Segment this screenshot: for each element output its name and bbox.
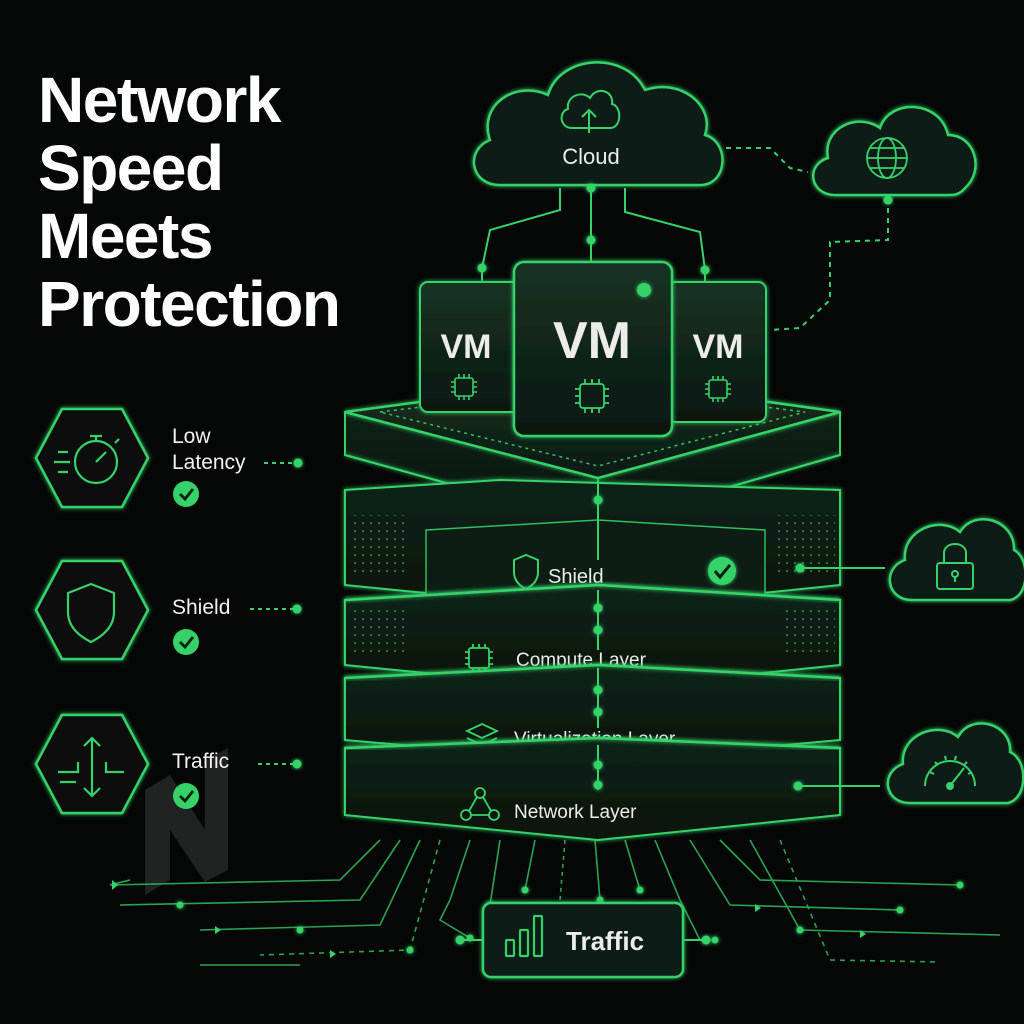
check-badge-icon	[173, 481, 199, 507]
check-badge-icon	[173, 783, 199, 809]
network-layer[interactable]: Network Layer	[344, 736, 841, 842]
feature-label-line1: Shield	[172, 596, 231, 619]
vm-left[interactable]: VM	[419, 281, 521, 413]
vm-center-label: VM	[553, 312, 631, 370]
vm-right[interactable]: VM	[667, 281, 767, 423]
chip-icon	[575, 379, 609, 413]
cloud-connectors	[481, 188, 706, 285]
title-line-1: Network	[38, 64, 282, 136]
traffic-arrows-icon	[58, 736, 124, 798]
chip-icon	[705, 376, 731, 402]
shield-layer-label: Shield	[548, 566, 604, 588]
traffic-box-label: Traffic	[566, 926, 644, 956]
compute-layer[interactable]: Compute Layer	[344, 583, 841, 692]
feature-label-line1: Low	[172, 425, 211, 448]
stopwatch-icon	[54, 434, 120, 485]
title-line-3: Meets	[38, 200, 213, 272]
globe-connector	[726, 147, 889, 331]
feature-traffic[interactable]	[34, 713, 302, 815]
watermark-logo	[145, 748, 228, 895]
check-badge-icon	[708, 557, 736, 585]
vm-right-label: VM	[693, 328, 744, 366]
feature-traffic-label: Traffic	[172, 749, 229, 775]
globe-cloud-icon	[811, 105, 977, 197]
cloud-label: Cloud	[562, 144, 619, 169]
traffic-box[interactable]: Traffic	[481, 901, 685, 979]
chip-icon	[451, 374, 477, 400]
vm-left-label: VM	[441, 328, 492, 366]
bar-chart-icon	[504, 914, 544, 958]
network-nodes-icon	[460, 787, 500, 821]
feature-shield[interactable]	[34, 559, 302, 661]
cloud-node[interactable]	[472, 61, 724, 187]
shield-icon	[66, 582, 116, 644]
page-title: Network Speed Meets Protection	[38, 66, 438, 338]
circuit-traces	[109, 839, 1001, 966]
feature-low-latency[interactable]	[34, 407, 303, 509]
lock-cloud-icon	[888, 517, 1024, 602]
title-line-4: Protection	[38, 268, 341, 340]
check-badge-icon	[173, 629, 199, 655]
feature-label-line1: Traffic	[172, 750, 230, 773]
network-layer-label: Network Layer	[514, 802, 637, 823]
vm-center[interactable]: VM	[512, 260, 674, 438]
feature-shield-label: Shield	[172, 595, 230, 621]
cloud-upload-icon	[560, 89, 621, 133]
speedometer-cloud-icon	[886, 722, 1024, 805]
feature-label-line2: Latency	[172, 451, 246, 474]
feature-low-latency-label: Low Latency	[172, 424, 246, 476]
title-line-2: Speed	[38, 132, 224, 204]
